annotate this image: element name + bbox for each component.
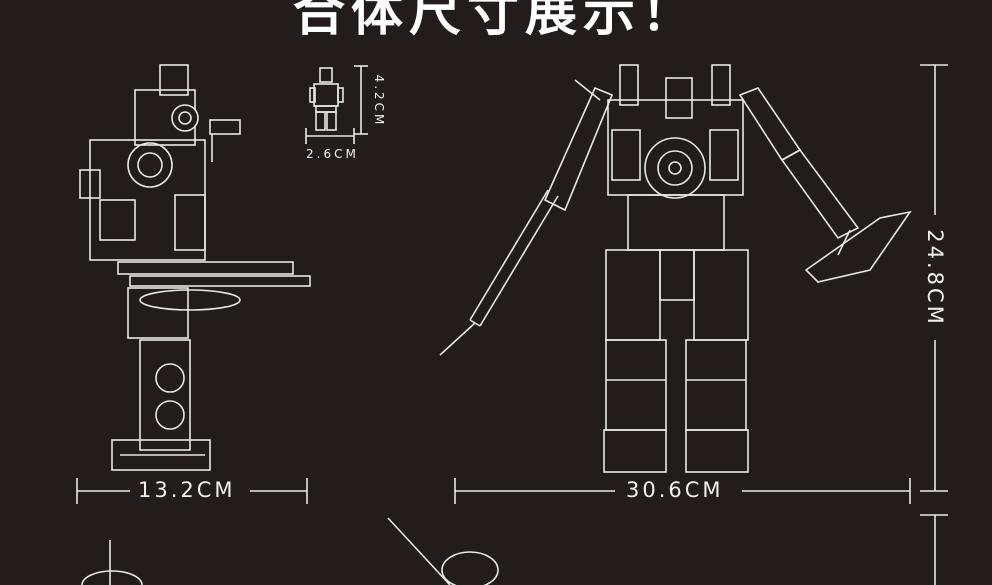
side-view-robot: [79, 64, 311, 471]
minifigure: [309, 67, 344, 131]
front-view-robot: [439, 64, 912, 473]
minifig-width-label: 2.6CM: [306, 147, 359, 161]
front-height-label: 24.8CM: [923, 229, 947, 327]
page-heading: 合体尺寸展示！: [292, 0, 699, 43]
side-width-label: 13.2CM: [138, 478, 236, 502]
minifig-dimension-lines: [305, 65, 368, 144]
side-width-dimension-line: [76, 478, 308, 504]
minifig-height-label: 4.2CM: [372, 74, 386, 128]
front-height-dimension-line: [920, 64, 948, 585]
front-width-dimension-line: [454, 478, 911, 504]
partial-robot-preview: [81, 517, 499, 585]
front-width-label: 30.6CM: [626, 478, 724, 502]
